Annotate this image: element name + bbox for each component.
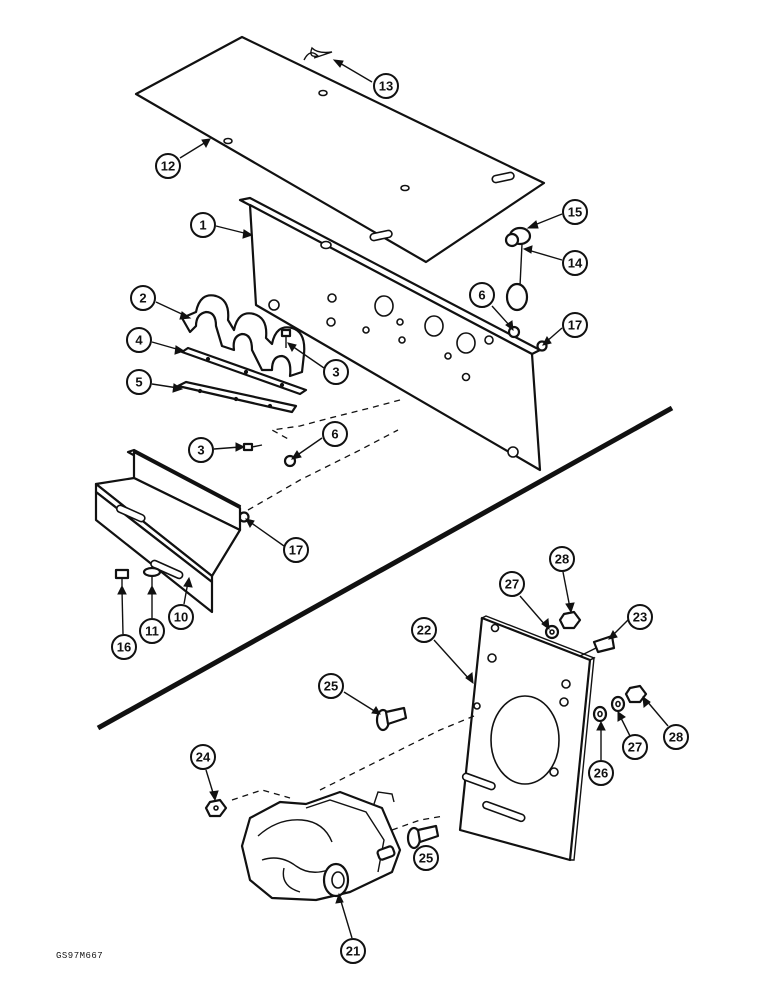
callouts: 13 12 1 15 14	[111, 59, 689, 964]
callout-label-3a: 3	[332, 365, 339, 380]
strap-cap-part-14	[505, 243, 529, 312]
callout-label-16: 16	[117, 640, 131, 655]
callout-28-lower: 28	[642, 695, 689, 750]
callout-label-26: 26	[594, 766, 608, 781]
callout-label-27b: 27	[628, 740, 642, 755]
callout-15: 15	[526, 199, 588, 229]
callout-label-10: 10	[174, 610, 188, 625]
callout-label-28b: 28	[669, 730, 683, 745]
callout-label-11: 11	[145, 624, 159, 639]
figure-code: GS97M667	[56, 951, 104, 961]
strip-part-5	[176, 380, 298, 414]
callout-label-6b: 6	[331, 427, 338, 442]
mounting-panel-part-1	[238, 196, 542, 472]
angle-bracket-part-10	[94, 429, 399, 614]
carriage-bolt-part-25-upper	[375, 706, 408, 732]
nut-part-24	[204, 798, 228, 818]
bolt-part-11	[142, 566, 162, 586]
callout-2: 2	[130, 285, 192, 320]
callout-label-6a: 6	[478, 288, 485, 303]
callout-26: 26	[588, 720, 614, 786]
callout-10: 10	[168, 576, 194, 630]
hydraulic-pump-part-21	[231, 715, 475, 902]
callout-label-1: 1	[199, 218, 206, 233]
callout-6-upper: 6	[469, 282, 514, 332]
callout-4: 4	[126, 327, 186, 355]
callout-label-22: 22	[417, 623, 431, 638]
callout-13: 13	[332, 59, 399, 99]
callout-label-28a: 28	[555, 552, 569, 567]
callout-23: 23	[608, 604, 653, 640]
callout-label-17b: 17	[289, 543, 303, 558]
callout-label-17a: 17	[568, 318, 582, 333]
screw-part-3-upper	[280, 328, 292, 348]
callout-28-upper: 28	[549, 546, 575, 614]
callout-label-24: 24	[196, 750, 211, 765]
callout-label-25a: 25	[324, 679, 338, 694]
callout-22: 22	[411, 617, 474, 685]
callout-label-21: 21	[346, 944, 360, 959]
carriage-bolt-part-25-lower	[406, 824, 440, 850]
callout-14: 14	[522, 245, 588, 276]
callout-label-4: 4	[135, 333, 143, 348]
callout-1: 1	[190, 212, 254, 239]
callout-12: 12	[155, 138, 211, 179]
callout-17-upper: 17	[542, 312, 588, 346]
callout-25-upper: 25	[318, 673, 381, 715]
clip-part-13	[303, 46, 333, 61]
pump-mounting-plate-part-22	[458, 615, 596, 862]
bolt-part-23	[579, 634, 616, 657]
nut-part-28-upper	[558, 610, 582, 630]
plug-part-15	[504, 226, 532, 248]
callout-label-3b: 3	[197, 443, 204, 458]
callout-label-23: 23	[633, 610, 647, 625]
cover-plate-part-12	[134, 35, 546, 264]
callout-27-upper: 27	[499, 571, 550, 631]
callout-25-lower: 25	[413, 845, 439, 871]
callout-label-27a: 27	[505, 577, 519, 592]
callout-label-2: 2	[139, 291, 146, 306]
callout-24: 24	[190, 744, 219, 802]
callout-3-upper: 3	[287, 342, 349, 385]
callout-17-lower: 17	[245, 518, 309, 563]
section-divider-line	[96, 405, 674, 731]
callout-3-lower: 3	[188, 437, 246, 463]
strip-part-4	[180, 346, 308, 396]
callout-21: 21	[335, 892, 366, 964]
bolt-part-16	[114, 568, 130, 586]
callout-label-12: 12	[161, 159, 175, 174]
callout-6-lower: 6	[290, 421, 348, 460]
callout-label-13: 13	[379, 79, 393, 94]
callout-label-15: 15	[568, 205, 582, 220]
callout-label-5: 5	[135, 375, 142, 390]
callout-16: 16	[111, 584, 137, 660]
callout-label-25b: 25	[419, 851, 433, 866]
saddle-clamp-part-2	[180, 294, 306, 378]
callout-27-lower: 27	[617, 711, 648, 760]
callout-5: 5	[126, 369, 184, 395]
callout-label-14: 14	[568, 256, 583, 271]
callout-11: 11	[139, 584, 165, 644]
screw-part-3-lower	[242, 442, 263, 452]
washer-part-27-lower	[610, 695, 626, 713]
nut-part-28-lower	[624, 684, 648, 704]
washer-part-26	[592, 705, 608, 723]
